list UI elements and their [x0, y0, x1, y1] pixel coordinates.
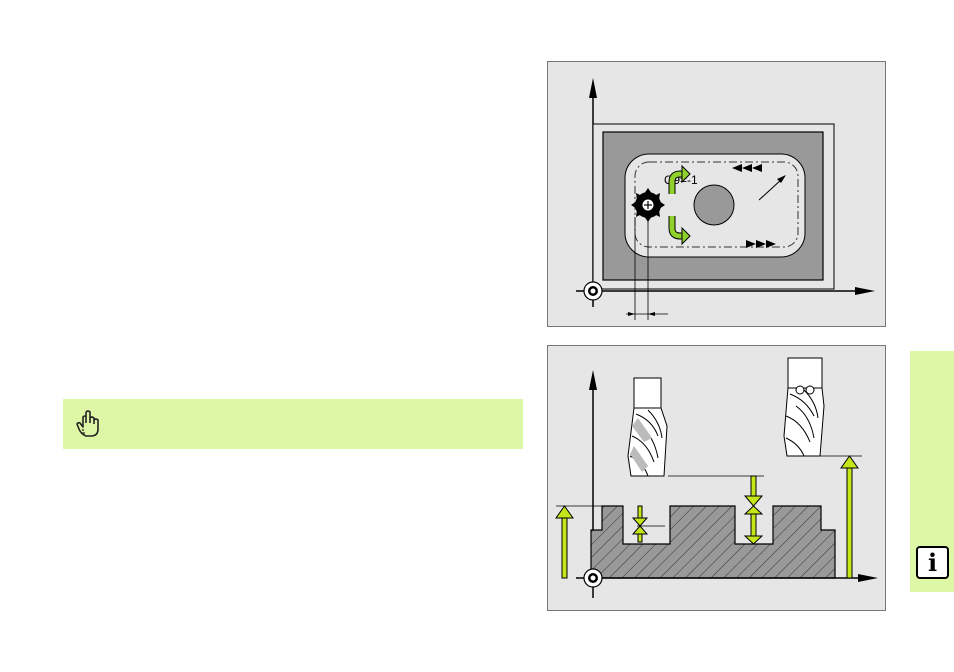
axis-arrow-icon	[855, 287, 875, 295]
end-mill-icon	[783, 357, 825, 457]
datum-symbol-icon	[583, 568, 603, 588]
pointing-hand-icon	[76, 410, 99, 437]
axis-arrow-icon	[858, 574, 878, 582]
end-mill-icon	[627, 377, 668, 477]
info-side-tab: i	[910, 351, 954, 592]
info-icon[interactable]: i	[916, 546, 949, 579]
datum-symbol-icon	[583, 281, 603, 301]
axis-arrow-icon	[589, 78, 597, 98]
axis-arrow-icon	[589, 370, 597, 390]
note-box	[63, 399, 523, 449]
pocket-plan-figure: Q9=-1	[547, 61, 886, 327]
milling-cutter-icon	[631, 188, 665, 222]
section-view-figure	[547, 345, 886, 611]
